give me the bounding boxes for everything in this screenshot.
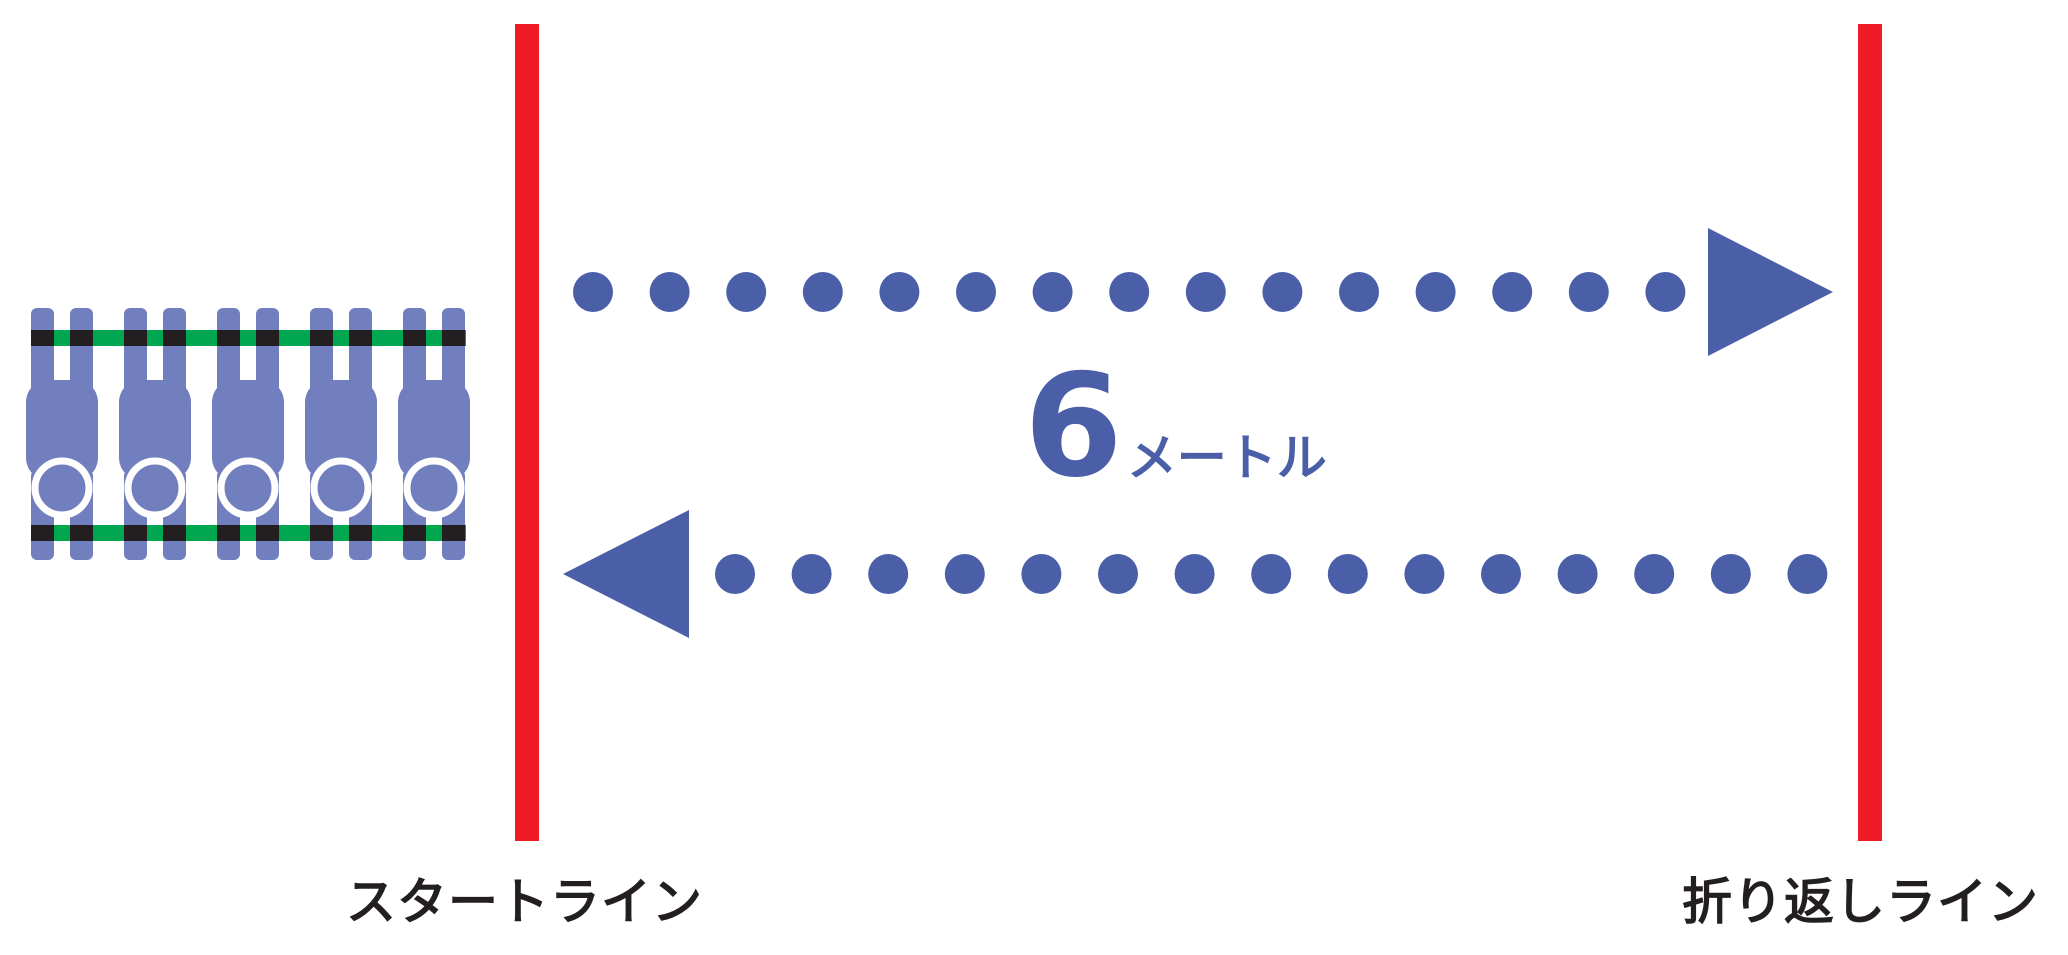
stripe-black <box>124 525 147 541</box>
player-body <box>212 380 284 480</box>
return-arrow <box>563 510 1828 638</box>
stripe-green <box>31 330 466 346</box>
player-head <box>217 457 279 519</box>
outgoing-dot <box>1339 272 1379 312</box>
outgoing-dot <box>1262 272 1303 312</box>
turnaround-line <box>1858 24 1882 841</box>
stripe-black <box>442 330 465 346</box>
return-dot <box>791 554 832 594</box>
return-dot <box>1787 554 1828 594</box>
stripe-black <box>70 330 93 346</box>
return-dot <box>715 554 755 594</box>
outgoing-dot <box>1415 272 1456 312</box>
outgoing-dot <box>1185 272 1226 312</box>
outgoing-dot <box>726 272 767 312</box>
player-body <box>119 380 191 480</box>
stripe-black <box>310 330 333 346</box>
return-dot <box>1557 554 1598 594</box>
stripe-black <box>217 330 240 346</box>
stripe-black <box>31 525 54 541</box>
player-body <box>305 380 377 480</box>
return-dot <box>1098 554 1138 594</box>
player-head <box>124 457 186 519</box>
return-dot <box>1251 554 1292 594</box>
stripe-black <box>163 330 186 346</box>
return-dot <box>1710 554 1751 594</box>
stripe-black <box>256 330 279 346</box>
outgoing-dot <box>802 272 843 312</box>
stripe-black <box>124 330 147 346</box>
return-dot <box>1021 554 1062 594</box>
return-dot <box>1174 554 1215 594</box>
outgoing-dot <box>1109 272 1150 312</box>
return-dot <box>868 554 909 594</box>
return-dot <box>1634 554 1675 594</box>
distance-label: 6メートル <box>1024 356 1327 498</box>
stripe-black <box>163 525 186 541</box>
return-dot <box>1481 554 1521 594</box>
outgoing-arrow <box>573 228 1833 356</box>
return-dot <box>1404 554 1445 594</box>
outgoing-dot <box>649 272 690 312</box>
turnaround-line-label: 折り返しライン <box>1682 873 2039 931</box>
player-group <box>26 308 470 560</box>
return-dot <box>944 554 985 594</box>
return-dot <box>1327 554 1368 594</box>
start-line-label: スタートライン <box>346 873 703 931</box>
return-arrowhead <box>563 510 689 638</box>
player-body <box>26 380 98 480</box>
stripe-black <box>403 525 426 541</box>
return-dots <box>715 554 1828 594</box>
player-head <box>31 457 93 519</box>
outgoing-dot <box>1492 272 1533 312</box>
stripe-black <box>349 525 372 541</box>
stripe-black <box>349 330 372 346</box>
outgoing-dot <box>1568 272 1609 312</box>
distance-value: 6 <box>1024 344 1123 509</box>
stripe-black <box>442 525 465 541</box>
stripe-black <box>31 330 54 346</box>
player-body <box>398 380 470 480</box>
stripe-black <box>310 525 333 541</box>
outgoing-dot <box>1645 272 1686 312</box>
stripe-black <box>217 525 240 541</box>
outgoing-dot <box>879 272 920 312</box>
player-stripes <box>31 330 466 541</box>
stripe-green <box>31 525 466 541</box>
stripe-black <box>256 525 279 541</box>
outgoing-dots <box>573 272 1686 312</box>
player-head <box>310 457 372 519</box>
stripe-black <box>403 330 426 346</box>
outgoing-dot <box>1032 272 1073 312</box>
start-line <box>515 24 539 841</box>
outgoing-dot <box>573 272 613 312</box>
player-head <box>403 457 465 519</box>
distance-unit: メートル <box>1126 429 1327 487</box>
stripe-black <box>70 525 93 541</box>
outgoing-dot <box>956 272 996 312</box>
outgoing-arrowhead <box>1708 228 1833 356</box>
